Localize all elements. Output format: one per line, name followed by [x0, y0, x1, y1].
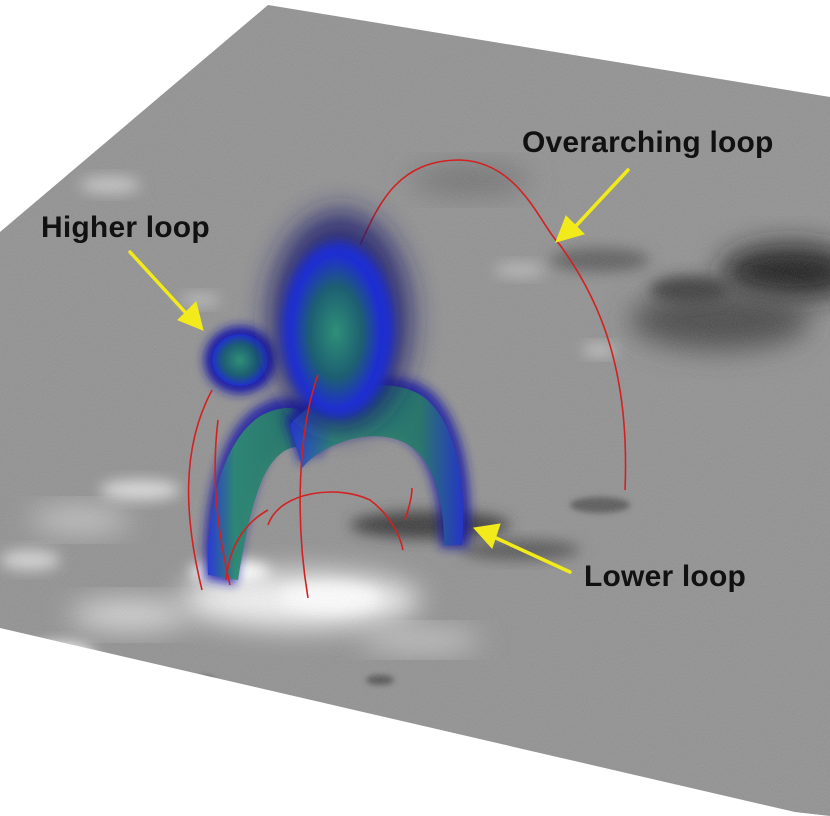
overarching-field-line [359, 159, 627, 491]
flux-rope [204, 210, 471, 585]
arrow-lower [494, 536, 572, 574]
overarching-loop-label: Overarching loop [522, 126, 774, 159]
lower-field-line-short [404, 487, 413, 521]
field-lines-back [267, 159, 627, 551]
field-lines-front [187, 374, 319, 599]
lower-loop-left-leg [207, 407, 317, 580]
higher-loop-blob [212, 334, 268, 386]
dark-polarity-region [195, 677, 215, 689]
arrow-overarching-head [555, 215, 585, 243]
overarching-inner-field-line [299, 374, 319, 599]
arrow-overarching [572, 168, 630, 230]
lower-field-line [225, 509, 269, 581]
arrow-higher [128, 250, 187, 314]
arrow-higher-head [177, 301, 204, 331]
higher-loop-field-line [214, 419, 231, 586]
arrow-lower-head [473, 523, 501, 549]
annotation-arrows [128, 168, 630, 574]
higher-loop-field-line [187, 389, 213, 591]
higher-loop-label: Higher loop [41, 211, 210, 244]
lower-loop-label: Lower loop [584, 560, 746, 593]
overarching-blob [292, 256, 380, 408]
lower-field-line [267, 491, 404, 551]
